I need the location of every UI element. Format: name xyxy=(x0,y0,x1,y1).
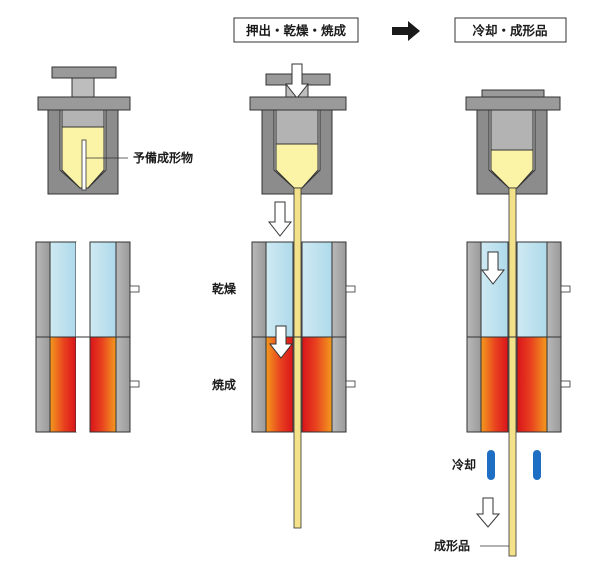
step-arrow xyxy=(392,21,420,41)
column-1-setup: 予備成形物 xyxy=(35,66,193,433)
preform-label: 予備成形物 xyxy=(133,150,193,165)
extruded-rod xyxy=(293,187,302,529)
right-arrow-icon xyxy=(392,21,420,41)
cooling-indicator-right xyxy=(533,450,541,480)
step1-label: 押出・乾燥・焼成 xyxy=(246,23,347,38)
die-plate xyxy=(37,96,131,111)
product-rod xyxy=(508,187,517,557)
furnace-2 xyxy=(251,241,356,433)
down-arrow-icon xyxy=(267,201,293,237)
product-label: 成形品 xyxy=(434,538,470,553)
push-arrow-icon xyxy=(284,63,310,99)
column-3-cool: 冷却 成形品 xyxy=(434,89,571,557)
down-arrow-icon xyxy=(475,497,501,528)
furnace-1 xyxy=(35,241,140,433)
step-header-extrude: 押出・乾燥・焼成 xyxy=(233,17,359,43)
down-arrow-icon xyxy=(480,251,506,285)
step2-label: 冷却・成形品 xyxy=(472,23,547,38)
piston xyxy=(61,109,105,128)
drying-label: 乾燥 xyxy=(212,281,237,296)
firing-label: 焼成 xyxy=(212,377,236,392)
cooling-indicator-left xyxy=(487,450,495,480)
column-2-extrude: 乾燥 焼成 xyxy=(212,63,356,529)
step-header-cool: 冷却・成形品 xyxy=(454,17,567,43)
down-arrow-icon xyxy=(268,325,294,359)
plunger-cap xyxy=(51,66,117,79)
furnace-3 xyxy=(466,241,571,433)
cooling-label: 冷却 xyxy=(452,457,476,472)
